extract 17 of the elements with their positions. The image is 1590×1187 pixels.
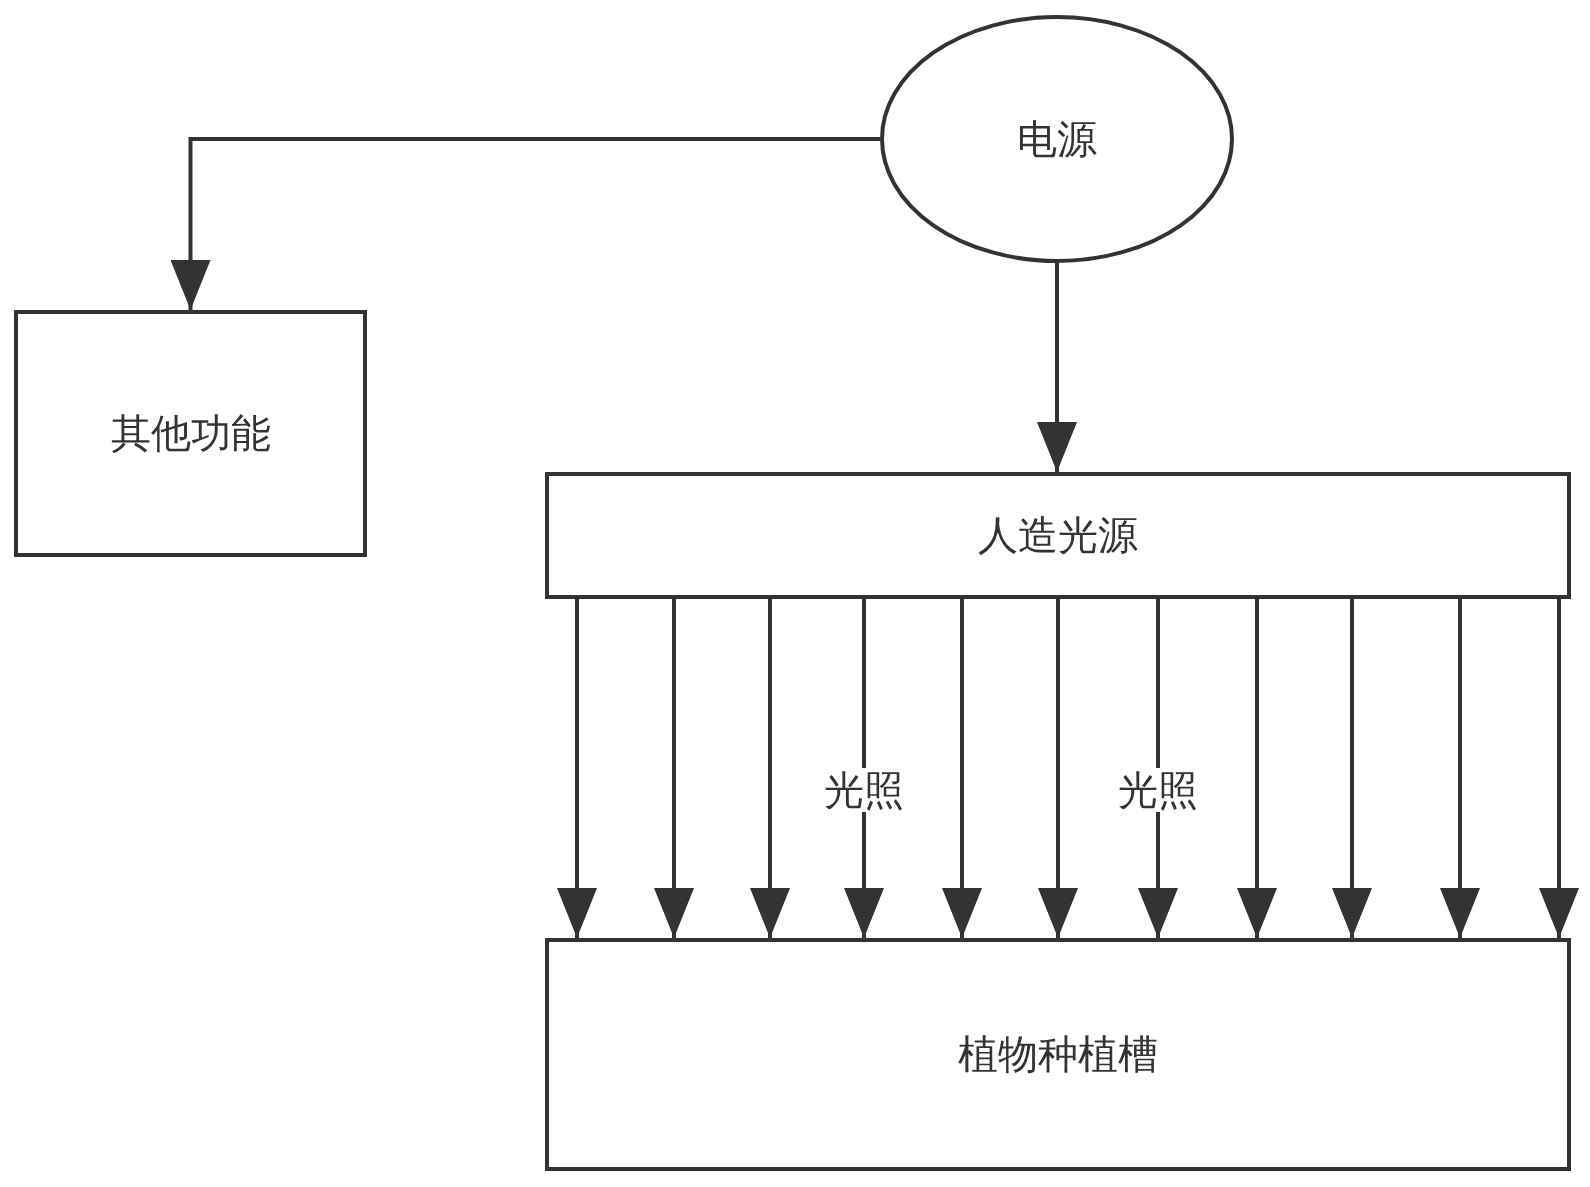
arrow <box>1332 599 1372 938</box>
process-box: 其他功能 <box>14 310 367 557</box>
arrow <box>1539 599 1579 938</box>
process-box: 人造光源 <box>545 472 1571 599</box>
arrow <box>844 599 884 938</box>
arrow <box>1037 263 1077 472</box>
ellipse-node: 电源 <box>880 15 1234 263</box>
arrow <box>942 599 982 938</box>
arrow <box>170 137 880 310</box>
arrow <box>1440 599 1480 938</box>
arrow <box>1038 599 1078 938</box>
arrow <box>557 599 597 938</box>
arrow <box>654 599 694 938</box>
process-box: 植物种植槽 <box>545 938 1571 1171</box>
arrow <box>1138 599 1178 938</box>
arrow <box>1237 599 1277 938</box>
arrow <box>750 599 790 938</box>
